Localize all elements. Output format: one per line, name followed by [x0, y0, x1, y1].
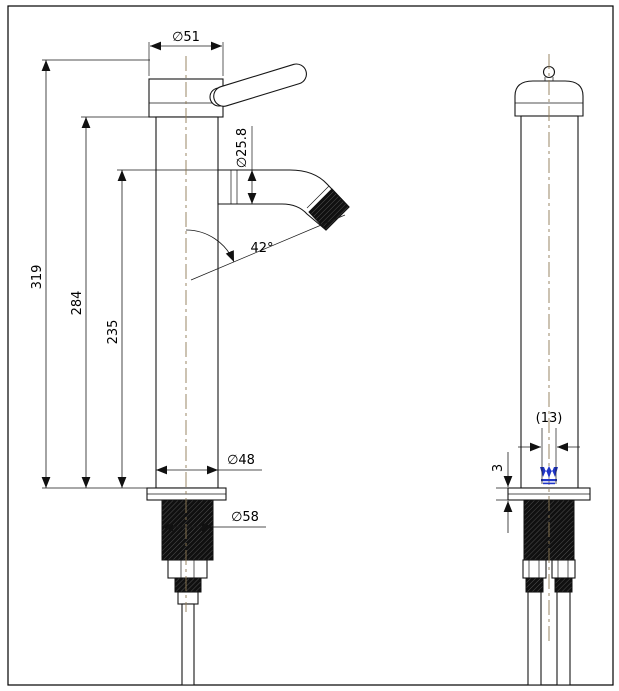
handle-lever-rod [213, 63, 307, 107]
faucet-cap-side [514, 80, 584, 117]
nut-facets-front [180, 560, 195, 578]
mounting-thread-front [161, 499, 214, 561]
side-view [507, 54, 591, 686]
lock-nut-front [167, 559, 208, 579]
logo-text-line-2 [543, 482, 555, 485]
spout-joint-lines [230, 170, 330, 209]
dim-spout-height-label: 235 [106, 320, 121, 345]
front-view [146, 56, 350, 686]
supply-hose-front [181, 603, 195, 686]
handle-lever [213, 63, 307, 107]
knob-stem [544, 77, 554, 81]
dim-base-diameter-label: ∅48 [227, 453, 255, 468]
brand-logo-watermark [540, 466, 558, 485]
dim-spout-angle-label: 42° [250, 241, 273, 256]
knurled-fitting-left [525, 577, 544, 593]
extension-lines [42, 42, 557, 528]
hose-nut-left [522, 559, 547, 579]
logo-text-line-1 [541, 479, 557, 482]
nut-facets-side [528, 560, 569, 578]
faucet-body-front [155, 116, 219, 489]
supply-hose-left [527, 591, 542, 686]
dim-top-diameter-label: ∅51 [172, 30, 200, 45]
dim-thread-diameter-label: ∅58 [231, 510, 259, 525]
hose-nut-right [551, 559, 576, 579]
dim-total-height-label: 319 [30, 265, 45, 290]
dimension-lines [41, 41, 580, 533]
knurled-fitting-front [174, 577, 202, 593]
dimension-labels: ∅51 ∅25.8 42° 319 284 235 ∅48 ∅58 (13) 3 [30, 30, 562, 525]
dim-arc-spout-angle [185, 229, 235, 263]
dim-flange-thickness-label: 3 [491, 464, 506, 472]
aerator-hatch [308, 188, 350, 231]
hose-connector-front [177, 591, 199, 605]
knurled-fitting-right [554, 577, 573, 593]
faucet-body-side [520, 115, 579, 489]
drawing-border [7, 5, 614, 686]
logo-crown-icon [540, 466, 558, 478]
supply-hose-right [556, 591, 571, 686]
dim-body-height-label: 284 [70, 291, 85, 316]
dim-side-ref-label: (13) [536, 411, 563, 426]
dim-spout-diameter-label: ∅25.8 [235, 128, 250, 168]
